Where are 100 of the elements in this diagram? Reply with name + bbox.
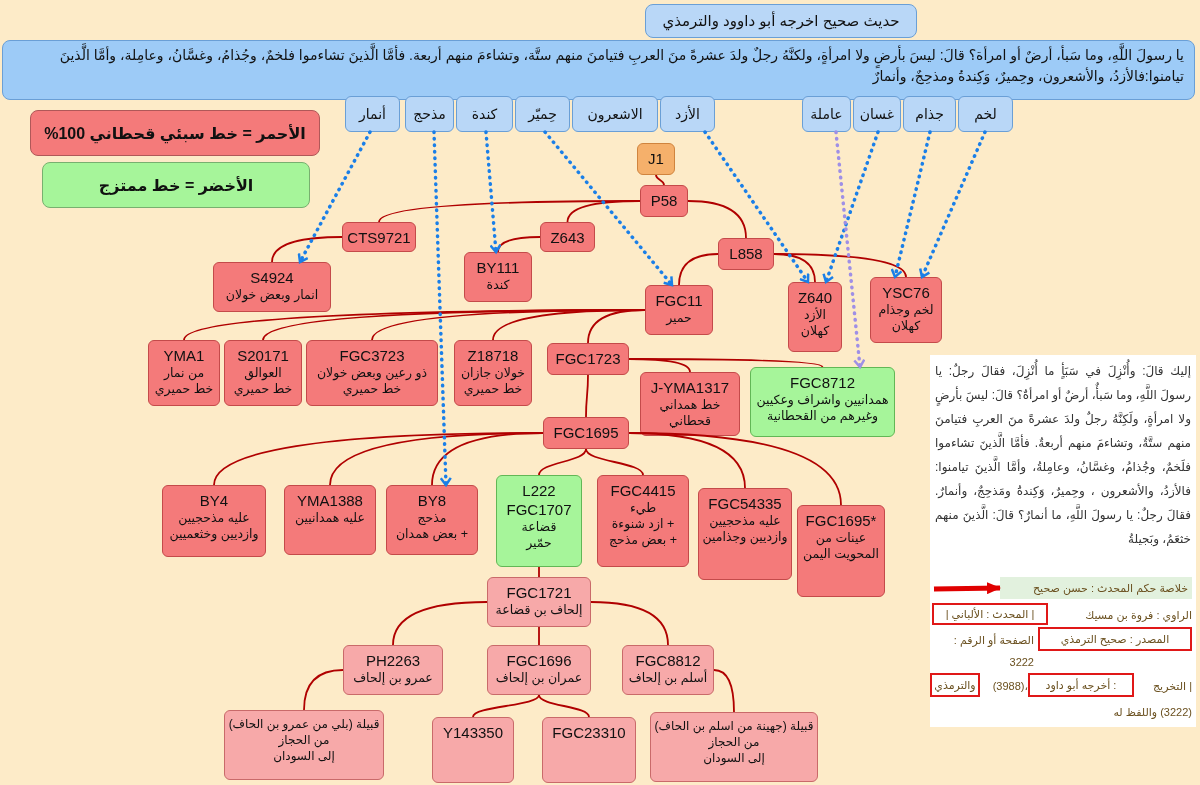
lineage-note: مذحج [417, 510, 447, 526]
tribe-box [853, 96, 901, 132]
tribe-name: الاشعرون [587, 106, 643, 122]
lineage-note: ذو رعين وبعض خولان [316, 365, 428, 381]
haplogroup-code: Z18718 [467, 346, 519, 365]
haplogroup-code: S4924 [250, 268, 294, 287]
lineage-note: عمران بن إلحاف [495, 670, 583, 686]
haplogroup-box [148, 340, 220, 406]
tribe-name: لخم [974, 106, 997, 122]
lineage-note: عليه همدانيين [295, 510, 365, 526]
haplogroup-code: YMA1388 [297, 491, 363, 510]
haplogroup-box [224, 340, 302, 406]
haplogroup-box [487, 577, 591, 627]
haplogroup-box [342, 222, 416, 252]
lineage-note: كندة [486, 277, 510, 293]
haplogroup-code: J-YMA1317 [650, 378, 730, 397]
haplogroup-code: P58 [650, 191, 678, 210]
highlight-frame [932, 603, 1048, 625]
haplogroup-code: FGC23310 [552, 723, 626, 742]
tribe-box [958, 96, 1013, 132]
hadith-box [2, 40, 1195, 100]
lineage-note: أسلم بن إلحاف [628, 670, 708, 686]
haplogroup-box [487, 645, 591, 695]
haplogroup-code: FGC1695 [553, 423, 619, 442]
highlight-frame [930, 673, 980, 697]
tribe-name: غسان [859, 106, 895, 122]
haplogroup-code: YSC76 [882, 283, 930, 302]
tree-line [628, 432, 842, 506]
tree-line [392, 601, 488, 646]
source-note: الراوي : فروة بن مسيك [1084, 608, 1192, 624]
lineage-note: + بعض مذحج [608, 532, 678, 548]
haplogroup-code: FGC1723 [555, 349, 621, 368]
verdict-band [1000, 577, 1192, 599]
haplogroup-code: BY8 [417, 491, 447, 510]
haplogroup-box [540, 222, 595, 252]
lineage-note: كهلان [891, 318, 921, 334]
haplogroup-code: CTS9721 [347, 228, 411, 247]
source-note: | التخريج [1152, 679, 1192, 695]
lineage-note: عليه مذحجيين وازديين وجذامين [702, 513, 788, 545]
haplogroup-code: YMA1 [163, 346, 205, 365]
haplogroup-code: FGC54335 [708, 494, 782, 513]
tribe-box [903, 96, 956, 132]
haplogroup-box [750, 367, 895, 437]
tribe-name: الأزد [675, 106, 700, 122]
title-text: حديث صحيح اخرجه أبو داوود والترمذي [662, 12, 900, 30]
haplogroup-code: FGC4415 [610, 481, 676, 500]
dotted-arrow [822, 130, 880, 284]
haplogroup-box [650, 712, 818, 782]
lineage-note: قضاعة [521, 519, 557, 535]
dotted-arrow [543, 130, 674, 287]
tribe-box [345, 96, 400, 132]
tree-line [628, 358, 824, 368]
haplogroup-box [547, 343, 629, 375]
haplogroup-box [597, 475, 689, 567]
source-text: والترمذي [934, 678, 976, 692]
lineage-note: حمير [666, 310, 692, 326]
haplogroup-box [622, 645, 714, 695]
haplogroup-box [213, 262, 331, 312]
legend-text: الأحمر = خط سبئي قحطاني 100% [44, 123, 306, 143]
haplogroup-box [454, 340, 532, 406]
dotted-arrow [484, 130, 502, 254]
dotted-arrow [834, 130, 866, 369]
haplogroup-box [718, 238, 774, 270]
lineage-note: خط حميري [233, 381, 293, 397]
lineage-note: خط حميري [342, 381, 402, 397]
highlight-frame [1038, 627, 1192, 651]
tree-line [566, 200, 641, 223]
lineage-note: الأزد [803, 307, 827, 323]
tribe-box [660, 96, 715, 132]
tree-line [773, 253, 907, 278]
lineage-note: إلحاف بن قضاعة [495, 602, 583, 618]
tree-line [585, 374, 589, 418]
verdict-text: خلاصة حكم المحدث : حسن صحيح [1033, 581, 1188, 595]
tree-line [497, 236, 541, 253]
lineage-note: إلى السودان [273, 748, 335, 764]
tree-line [538, 694, 590, 718]
source-note: الصفحة أو الرقم : 3222 [952, 632, 1034, 670]
legend-text: الأخضر = خط ممتزج [98, 175, 254, 195]
hadith-text: يا رسولَ اللَّهِ، وما سَبأ، أرضٌ أو امرأة؟ قالَ: ليسَ بأرضٍ ولا امرأةٍ، ولكنَّهُ رجلٌ ولدَ عشرةً منَ العربِ فتيامنَ منهم ستَّة، وتشاءمَ منهم أربعة. فأمَّا الَّذينَ تشاءموا فلخمٌ، وجُذامُ، وغسَّانُ، وعامِلة، وأمَّا الَّذينَ تيامنوا:فالأزدُ، والأشعرون، وحِميرٌ، وَكِندةُ ومذحِجٌ، وأنمارٌ [13, 45, 1184, 87]
haplogroup-box [645, 285, 713, 335]
haplogroup-box [306, 340, 438, 406]
haplogroup-box [343, 645, 443, 695]
lineage-note: العوالق [244, 365, 282, 381]
title-box [645, 4, 917, 38]
haplogroup-box [640, 372, 740, 436]
tribe-name: عاملة [810, 106, 843, 122]
haplogroup-box [788, 282, 842, 352]
lineage-note: عمرو بن إلحاف [353, 670, 433, 686]
lineage-note: لخم وجذام [878, 302, 934, 318]
haplogroup-box [496, 475, 582, 567]
dotted-arrow [432, 130, 452, 487]
tree-line [538, 448, 587, 476]
dotted-arrow [918, 130, 987, 279]
lineage-note: خط همداني [659, 397, 721, 413]
haplogroup-code: FGC3723 [339, 346, 405, 365]
lineage-note: من الحجاز [708, 734, 760, 750]
dotted-arrow [890, 130, 932, 279]
tribe-box [515, 96, 570, 132]
lineage-note: + ازد شنوءة [611, 516, 675, 532]
lineage-note: قبيلة (بلي من عمرو بن الحاف) [228, 716, 380, 732]
